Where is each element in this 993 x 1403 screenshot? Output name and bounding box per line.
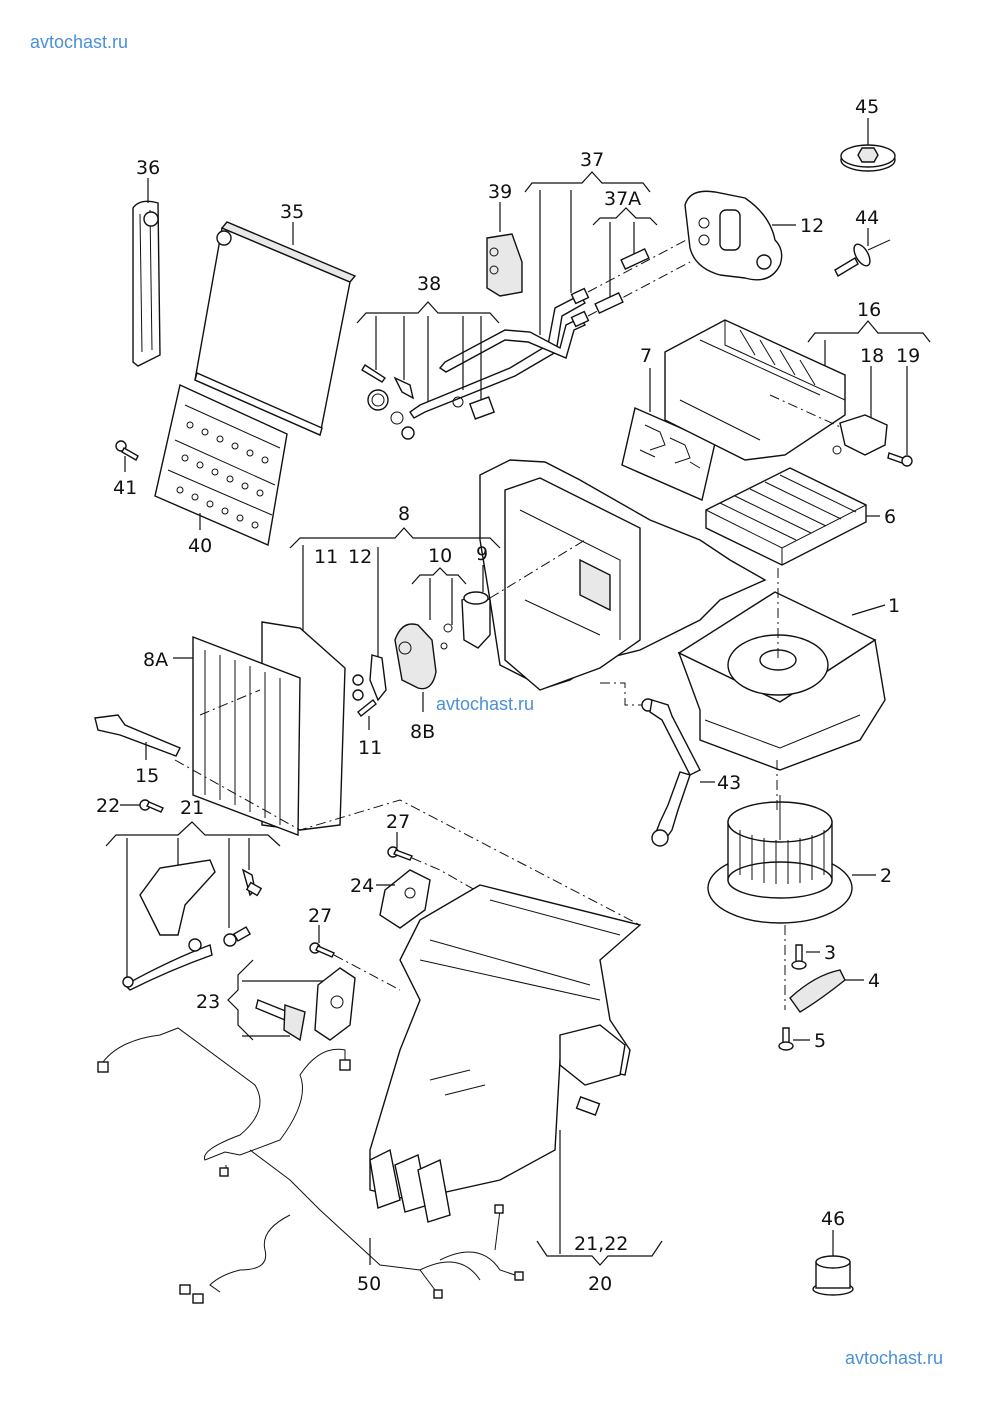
part-27-screw-upper [387, 832, 476, 891]
label-16: 16 [857, 299, 881, 321]
label-12-top: 12 [800, 215, 824, 237]
label-10: 10 [428, 545, 452, 567]
label-27-upper: 27 [386, 811, 410, 833]
label-37: 37 [580, 149, 604, 171]
part-24-servo-motor [376, 869, 431, 929]
label-18: 18 [860, 345, 884, 367]
part-27-screw-lower [309, 925, 401, 991]
part-36-side-cover [132, 178, 161, 367]
label-5: 5 [814, 1030, 826, 1052]
watermark-bottom: avtochast.ru [845, 1348, 944, 1368]
part-1-blower-housing [677, 568, 886, 771]
callout-23-bracket [227, 959, 330, 1041]
label-19: 19 [896, 345, 920, 367]
label-21-22: 21,22 [574, 1233, 628, 1255]
callout-37-bracket [524, 171, 651, 335]
label-4: 4 [868, 970, 880, 992]
label-44: 44 [855, 207, 879, 229]
label-45: 45 [855, 96, 879, 118]
callout-37A-bracket [592, 207, 658, 300]
label-24: 24 [350, 875, 374, 897]
part-2-blower-fan [707, 760, 876, 924]
part-40-electric-heater [154, 384, 288, 546]
part-21-levers [122, 859, 263, 991]
callout-10-bracket [411, 567, 467, 625]
part-41-screw [115, 440, 139, 472]
label-8B: 8B [410, 721, 435, 743]
label-6: 6 [884, 506, 896, 528]
label-40: 40 [188, 535, 212, 557]
label-50: 50 [357, 1273, 381, 1295]
part-23-servo-set [255, 967, 356, 1042]
label-37A: 37A [604, 188, 641, 210]
part-18-servo-motor [832, 366, 888, 456]
label-38: 38 [417, 273, 441, 295]
part-38-pipe-fittings [361, 364, 496, 440]
callout-38-bracket [356, 301, 500, 402]
label-20: 20 [588, 1273, 612, 1295]
callout-16-bracket [807, 320, 931, 370]
part-9-expansion-valve [440, 565, 491, 650]
label-1: 1 [888, 595, 900, 617]
heater-element-dots [176, 421, 269, 529]
label-8A: 8A [143, 649, 168, 671]
part-8B-insulation [394, 623, 437, 712]
part-43-drain-hose [600, 682, 715, 847]
label-27-lower: 27 [308, 905, 332, 927]
label-15: 15 [135, 765, 159, 787]
callout-8-bracket [289, 527, 501, 635]
part-12-gasket [352, 654, 387, 702]
label-43: 43 [717, 772, 741, 794]
label-7: 7 [640, 345, 652, 367]
part-6-pollen-filter [705, 467, 880, 566]
label-3: 3 [824, 942, 836, 964]
label-11-bottom: 11 [358, 737, 382, 759]
callout-21-bracket [105, 821, 281, 980]
label-23: 23 [196, 991, 220, 1013]
label-41: 41 [113, 477, 137, 499]
part-50-wiring-harness [97, 1027, 524, 1304]
label-2: 2 [880, 865, 892, 887]
part-39-connector-block [486, 202, 523, 297]
label-36: 36 [136, 157, 160, 179]
part-37-coolant-pipes [409, 237, 691, 419]
part-22-screw [120, 799, 164, 813]
label-11-top: 11 [314, 546, 338, 568]
label-12-mid: 12 [348, 546, 372, 568]
watermark-top: avtochast.ru [30, 32, 129, 52]
part-15-sensor [94, 714, 181, 760]
part-19-screw [887, 366, 913, 467]
label-9: 9 [476, 543, 488, 565]
label-39: 39 [488, 181, 512, 203]
part-16-air-flap-housing [664, 319, 881, 461]
part-20-heater-unit [369, 884, 642, 1223]
label-46: 46 [821, 1208, 845, 1230]
part-44-clip [834, 228, 891, 277]
part-35-heat-exchanger [194, 221, 357, 436]
part-37A-connectors [594, 248, 650, 314]
part-45-nut [840, 118, 896, 172]
label-8: 8 [398, 503, 410, 525]
part-12-seal-top [684, 190, 796, 281]
watermark-middle: avtochast.ru [436, 694, 535, 714]
label-35: 35 [280, 201, 304, 223]
label-22: 22 [96, 795, 120, 817]
part-3-screw [791, 944, 820, 970]
part-46-cap [812, 1230, 854, 1296]
part-8A-evaporator [173, 621, 641, 926]
part-main-housing [479, 459, 767, 691]
label-21: 21 [180, 797, 204, 819]
part-5-screw [778, 925, 810, 1051]
callout-20-bracket [536, 1130, 663, 1266]
part-4-cover [789, 969, 864, 1013]
part-11-screw [357, 699, 377, 730]
